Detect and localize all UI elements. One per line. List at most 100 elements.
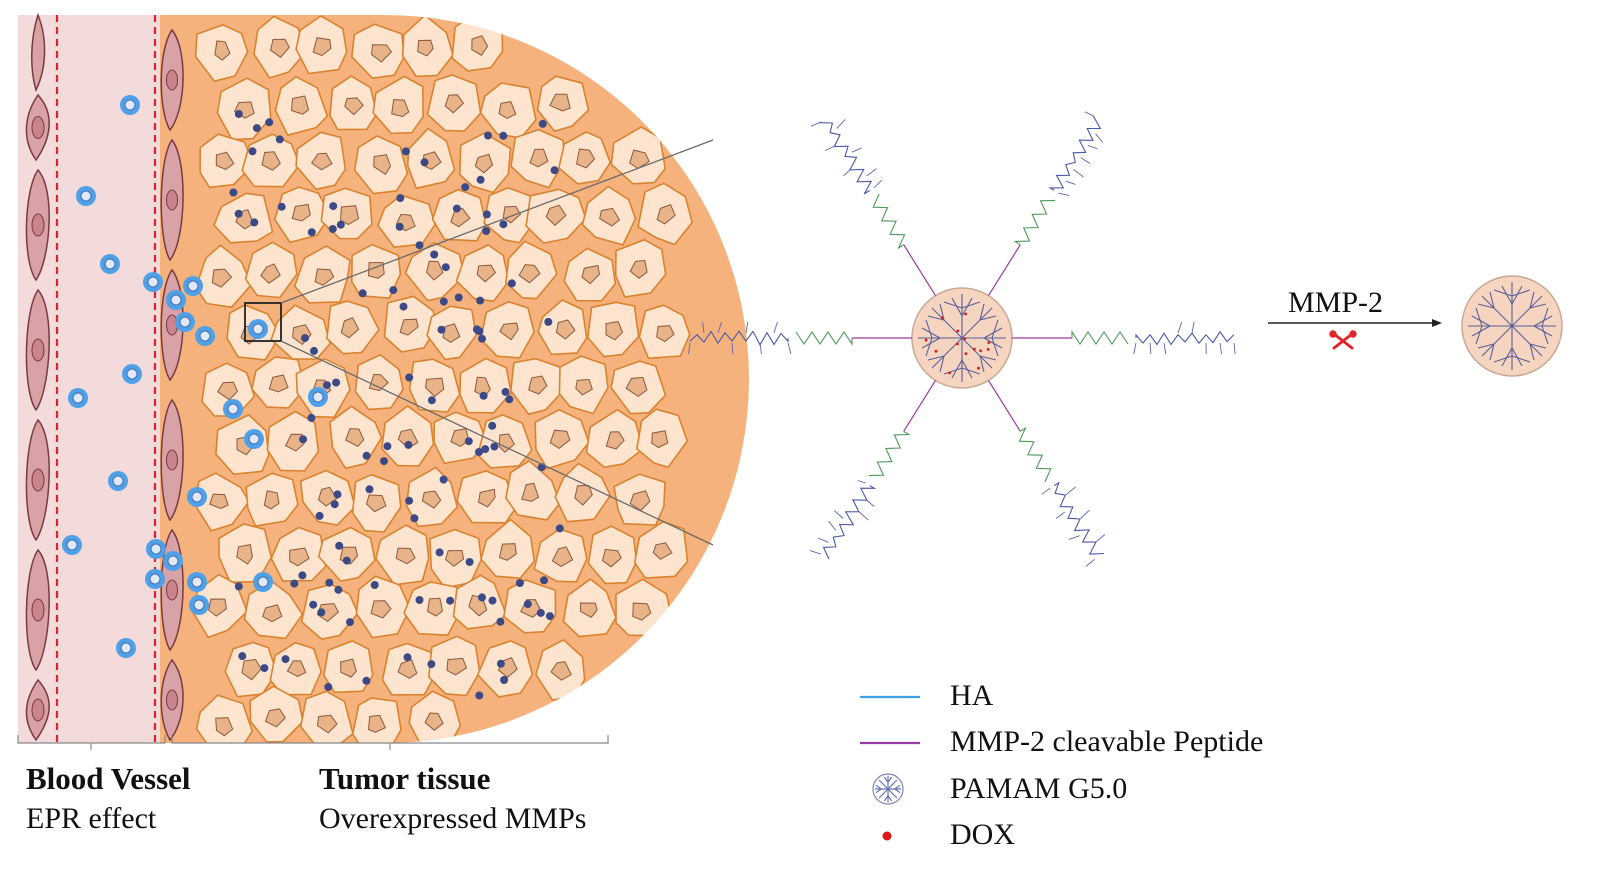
- pamam-product: [1462, 276, 1562, 376]
- drug-dot: [380, 457, 388, 465]
- drug-dot: [343, 557, 351, 565]
- drug-dot: [389, 286, 397, 294]
- ha-chain: [820, 123, 872, 194]
- drug-dot: [478, 335, 486, 343]
- drug-dot: [238, 652, 246, 660]
- ha-branch: [1081, 158, 1090, 164]
- dox-molecule: [941, 316, 944, 319]
- ha-branch: [818, 538, 828, 542]
- reaction-arrow-head: [1432, 319, 1442, 327]
- drug-dot: [290, 580, 298, 588]
- ha-peptide-pamam-conjugate: [689, 112, 1236, 567]
- drug-dot: [253, 124, 261, 132]
- nanoparticle-core: [192, 492, 202, 502]
- drug-dot: [484, 132, 492, 140]
- endothelial-nucleus: [32, 699, 44, 721]
- drug-dot: [317, 608, 325, 616]
- nanoparticle-core: [249, 434, 259, 444]
- drug-dot: [428, 396, 436, 404]
- drug-dot: [499, 220, 507, 228]
- ha-branch: [788, 343, 791, 354]
- drug-dot: [480, 392, 488, 400]
- ha-chain: [824, 486, 875, 559]
- drug-dot: [359, 289, 367, 297]
- drug-dot: [337, 221, 345, 229]
- drug-dot: [301, 334, 309, 342]
- tumor-tissue-subtitle: Overexpressed MMPs: [319, 802, 586, 836]
- ha-branch: [1178, 322, 1182, 333]
- ha-branch: [858, 481, 866, 483]
- drug-dot: [540, 576, 548, 584]
- drug-dot: [446, 597, 454, 605]
- drug-dot: [229, 189, 237, 197]
- peptide-linker: [904, 245, 936, 296]
- nanoparticle-core: [258, 577, 268, 587]
- nanoparticle-core: [150, 574, 160, 584]
- dox-molecule: [979, 349, 982, 352]
- ha-chain: [1136, 332, 1234, 345]
- blood-vessel-region: [18, 15, 168, 745]
- drug-dot: [309, 601, 317, 609]
- legend-ha-label: HA: [950, 679, 993, 713]
- peptide-linker: [904, 380, 936, 431]
- drug-dot: [402, 147, 410, 155]
- drug-dot: [453, 205, 461, 213]
- ha-branch: [1069, 536, 1080, 540]
- drug-dot: [404, 653, 412, 661]
- dox-molecule: [973, 348, 976, 351]
- ha-branch: [1220, 343, 1222, 354]
- drug-dot: [427, 660, 435, 668]
- drug-dot: [396, 194, 404, 202]
- vessel-wall-nucleus: [167, 690, 178, 710]
- drug-dot: [476, 327, 484, 335]
- ha-branch: [746, 322, 748, 333]
- drug-dot: [346, 618, 354, 626]
- nanoparticle-core: [121, 643, 131, 653]
- ha-branch: [1066, 181, 1076, 184]
- drug-dot: [316, 512, 324, 520]
- drug-dot: [278, 203, 286, 211]
- blood-vessel-subtitle: EPR effect: [26, 802, 156, 836]
- ha-branch: [760, 343, 762, 354]
- ha-branch: [867, 169, 877, 176]
- dox-molecule: [963, 337, 966, 340]
- drug-dot: [546, 612, 554, 620]
- endothelial-nucleus: [32, 339, 44, 361]
- vessel-wall-nucleus: [167, 190, 178, 210]
- nanoparticle-core: [194, 600, 204, 610]
- drug-dot: [539, 120, 547, 128]
- drug-dot: [461, 183, 469, 191]
- nanoparticle-core: [113, 476, 123, 486]
- ha-branch: [810, 551, 821, 555]
- drug-dot: [308, 228, 316, 236]
- legend: [860, 697, 920, 841]
- drug-dot: [383, 442, 391, 450]
- drug-dot: [430, 251, 438, 259]
- ha-branch: [1088, 146, 1097, 149]
- drug-dot: [421, 158, 429, 166]
- drug-dot: [329, 225, 337, 233]
- endothelial-nucleus: [32, 214, 44, 236]
- ha-branch: [843, 169, 850, 176]
- tumor-nucleus: [292, 96, 309, 114]
- drug-dot: [396, 223, 404, 231]
- ha-branch: [829, 521, 836, 530]
- nanoparticle-core: [228, 404, 238, 414]
- ha-chain: [1054, 483, 1104, 554]
- blood-vessel-title: Blood Vessel: [26, 761, 191, 797]
- tumor-tissue-title: Tumor tissue: [319, 761, 490, 797]
- drug-dot: [497, 660, 505, 668]
- ha-branch: [1058, 193, 1069, 196]
- dox-molecule: [925, 339, 928, 342]
- drug-dot: [332, 379, 340, 387]
- ha-branch: [1096, 134, 1103, 143]
- nanoparticle-core: [125, 100, 135, 110]
- drug-dot: [442, 263, 450, 271]
- drug-dot: [440, 298, 448, 306]
- drug-dot: [371, 581, 379, 589]
- ha-chain: [1050, 116, 1100, 191]
- ha-branch: [837, 119, 845, 128]
- dox-molecule: [964, 313, 967, 316]
- drug-dot: [544, 318, 552, 326]
- ha-branch: [867, 500, 875, 506]
